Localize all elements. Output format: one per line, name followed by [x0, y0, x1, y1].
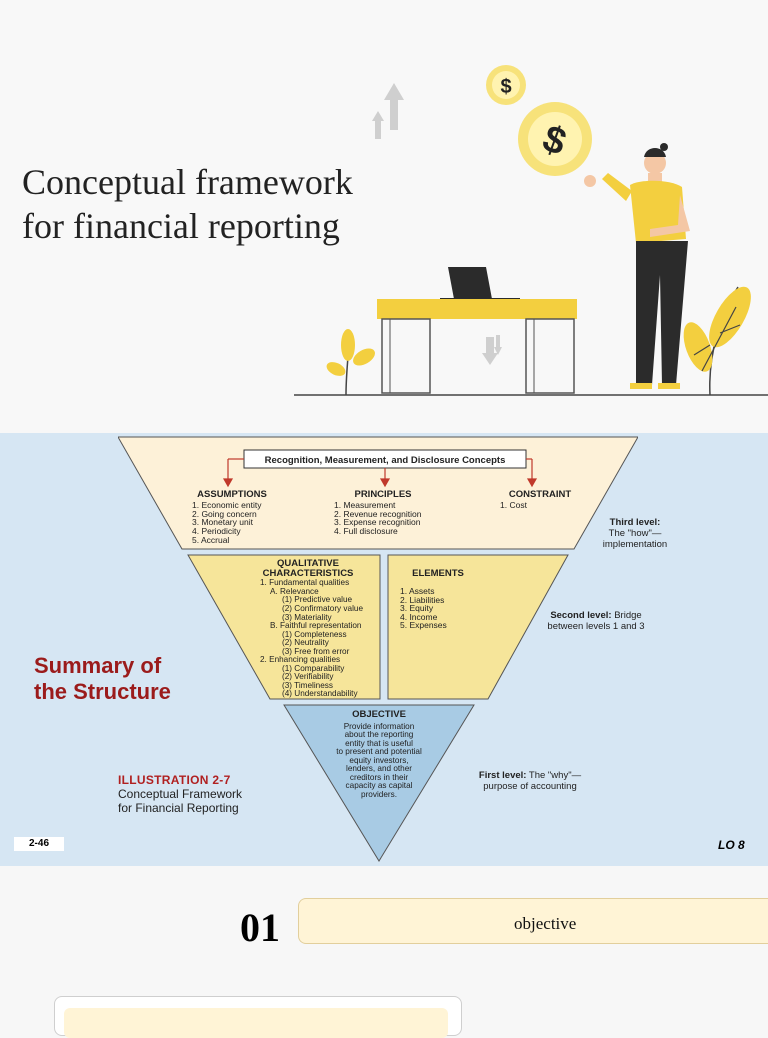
tier-elements [387, 554, 569, 700]
svg-text:creditors in their: creditors in their [350, 773, 409, 782]
second-level-desc-2: between levels 1 and 3 [547, 621, 645, 632]
svg-text:capacity as capital: capacity as capital [346, 781, 413, 790]
first-level-label: First level: The "why"— purpose of accou… [462, 770, 598, 792]
illustration-title-2: for Financial Reporting [118, 801, 239, 815]
svg-text:4. Income: 4. Income [400, 612, 438, 622]
constraint-heading: CONSTRAINT [509, 489, 571, 500]
svg-text:to present and potential: to present and potential [336, 747, 422, 756]
laptop-icon [440, 267, 520, 301]
svg-text:A. Relevance: A. Relevance [270, 587, 319, 596]
second-level-desc-1: Bridge [614, 610, 642, 621]
section-label: objective [514, 914, 577, 933]
svg-text:(1) Completeness: (1) Completeness [282, 630, 347, 639]
section-number: 01 [240, 905, 280, 950]
svg-text:entity that is useful: entity that is useful [345, 739, 413, 748]
learning-objective-tag: LO 8 [718, 838, 745, 852]
elements-heading: ELEMENTS [412, 568, 464, 579]
qualitative-heading-2: CHARACTERISTICS [263, 568, 354, 579]
third-level-title: Third level: [609, 517, 661, 528]
summary-line-1: Summary of [34, 653, 162, 678]
person-figure [584, 143, 690, 389]
svg-text:1. Fundamental qualities: 1. Fundamental qualities [260, 578, 349, 587]
svg-text:4. Full disclosure: 4. Full disclosure [334, 526, 398, 536]
svg-text:about the reporting: about the reporting [345, 730, 414, 739]
first-level-title: First level: [478, 770, 527, 781]
assumptions-list: 1. Economic entity 2. Going concern 3. M… [192, 500, 262, 545]
page-title: Conceptual framework for financial repor… [22, 160, 402, 248]
first-level-desc-2: purpose of accounting [483, 781, 577, 792]
section-label-box [298, 898, 768, 944]
first-level-desc-1: The "why"— [528, 770, 582, 781]
third-level-desc-2: implementation [602, 539, 668, 550]
svg-text:(4) Understandability: (4) Understandability [282, 689, 358, 698]
third-level-label: Third level: The "how"— implementation [580, 517, 690, 550]
arrow-down-icon [482, 335, 502, 365]
hero-section: Conceptual framework for financial repor… [0, 0, 768, 430]
svg-text:3. Expense recognition: 3. Expense recognition [334, 517, 421, 527]
slide-page-number: 2-46 [14, 837, 64, 851]
svg-text:(1) Predictive value: (1) Predictive value [282, 595, 353, 604]
title-line-2: for financial reporting [22, 206, 340, 246]
second-level-title: Second level: [550, 610, 612, 621]
svg-text:lenders, and other: lenders, and other [346, 764, 412, 773]
assumptions-heading: ASSUMPTIONS [197, 489, 267, 500]
summary-line-2: the Structure [34, 679, 171, 704]
svg-text:4. Periodicity: 4. Periodicity [192, 526, 241, 536]
svg-text:equity investors,: equity investors, [349, 756, 408, 765]
summary-heading: Summary of the Structure [34, 653, 171, 705]
tier-objective [283, 704, 475, 862]
svg-text:(2) Neutrality: (2) Neutrality [282, 638, 330, 647]
concepts-header: Recognition, Measurement, and Disclosure… [265, 455, 506, 466]
svg-text:(2) Confirmatory value: (2) Confirmatory value [282, 604, 363, 613]
svg-text:2. Liabilities: 2. Liabilities [400, 595, 444, 605]
objective-heading: OBJECTIVE [352, 709, 406, 720]
svg-text:2. Enhancing qualities: 2. Enhancing qualities [260, 655, 340, 664]
svg-text:1. Economic entity: 1. Economic entity [192, 500, 262, 510]
office-illustration: $ $ [294, 65, 768, 396]
desk [377, 299, 577, 394]
svg-text:$: $ [500, 76, 511, 98]
pyramid-diagram: Recognition, Measurement, and Disclosure… [118, 433, 638, 866]
second-level-label: Second level: Bridge between levels 1 an… [528, 610, 664, 632]
svg-text:3. Equity: 3. Equity [400, 603, 434, 613]
dollar-coin-icon: $ [486, 65, 526, 105]
svg-text:2. Going concern: 2. Going concern [192, 509, 257, 519]
qualitative-list: 1. Fundamental qualities A. Relevance (1… [260, 578, 363, 698]
svg-text:3. Monetary unit: 3. Monetary unit [192, 517, 254, 527]
svg-text:(1) Comparability: (1) Comparability [282, 664, 345, 673]
illustration-title-1: Conceptual Framework [118, 787, 243, 801]
svg-text:1. Measurement: 1. Measurement [334, 500, 396, 510]
arrow-up-icon [372, 83, 404, 139]
principles-list: 1. Measurement 2. Revenue recognition 3.… [334, 500, 422, 536]
framework-slide: Recognition, Measurement, and Disclosure… [0, 433, 768, 866]
svg-text:2. Revenue recognition: 2. Revenue recognition [334, 509, 422, 519]
plant-large-icon [683, 286, 751, 396]
dollar-coin-large-icon: $ [518, 102, 592, 176]
svg-text:(3) Timeliness: (3) Timeliness [282, 681, 333, 690]
plant-icon [326, 329, 375, 396]
svg-text:B. Faithful representation: B. Faithful representation [270, 621, 362, 630]
constraint-item: 1. Cost [500, 500, 528, 510]
principles-heading: PRINCIPLES [354, 489, 411, 500]
svg-text:(3) Materiality: (3) Materiality [282, 613, 332, 622]
content-card-inner [64, 1008, 448, 1038]
illustration-number: ILLUSTRATION 2-7 [118, 773, 231, 787]
svg-text:providers.: providers. [361, 790, 397, 799]
svg-text:(3) Free from error: (3) Free from error [282, 647, 350, 656]
qualitative-heading-1: QUALITATIVE [277, 558, 339, 569]
svg-text:5. Accrual: 5. Accrual [192, 535, 229, 545]
connector-arrows [222, 458, 538, 488]
elements-list: 1. Assets 2. Liabilities 3. Equity 4. In… [400, 586, 447, 630]
tier-qualitative [187, 554, 381, 700]
svg-text:(2) Verifiability: (2) Verifiability [282, 672, 334, 681]
title-line-1: Conceptual framework [22, 162, 353, 202]
svg-text:5. Expenses: 5. Expenses [400, 620, 447, 630]
svg-text:1. Assets: 1. Assets [400, 586, 435, 596]
third-level-desc-1: The "how"— [608, 528, 662, 539]
illustration-caption: ILLUSTRATION 2-7 Conceptual Framework fo… [118, 773, 242, 815]
svg-text:Provide information: Provide information [344, 722, 415, 731]
objective-text: Provide information about the reporting … [336, 722, 422, 799]
